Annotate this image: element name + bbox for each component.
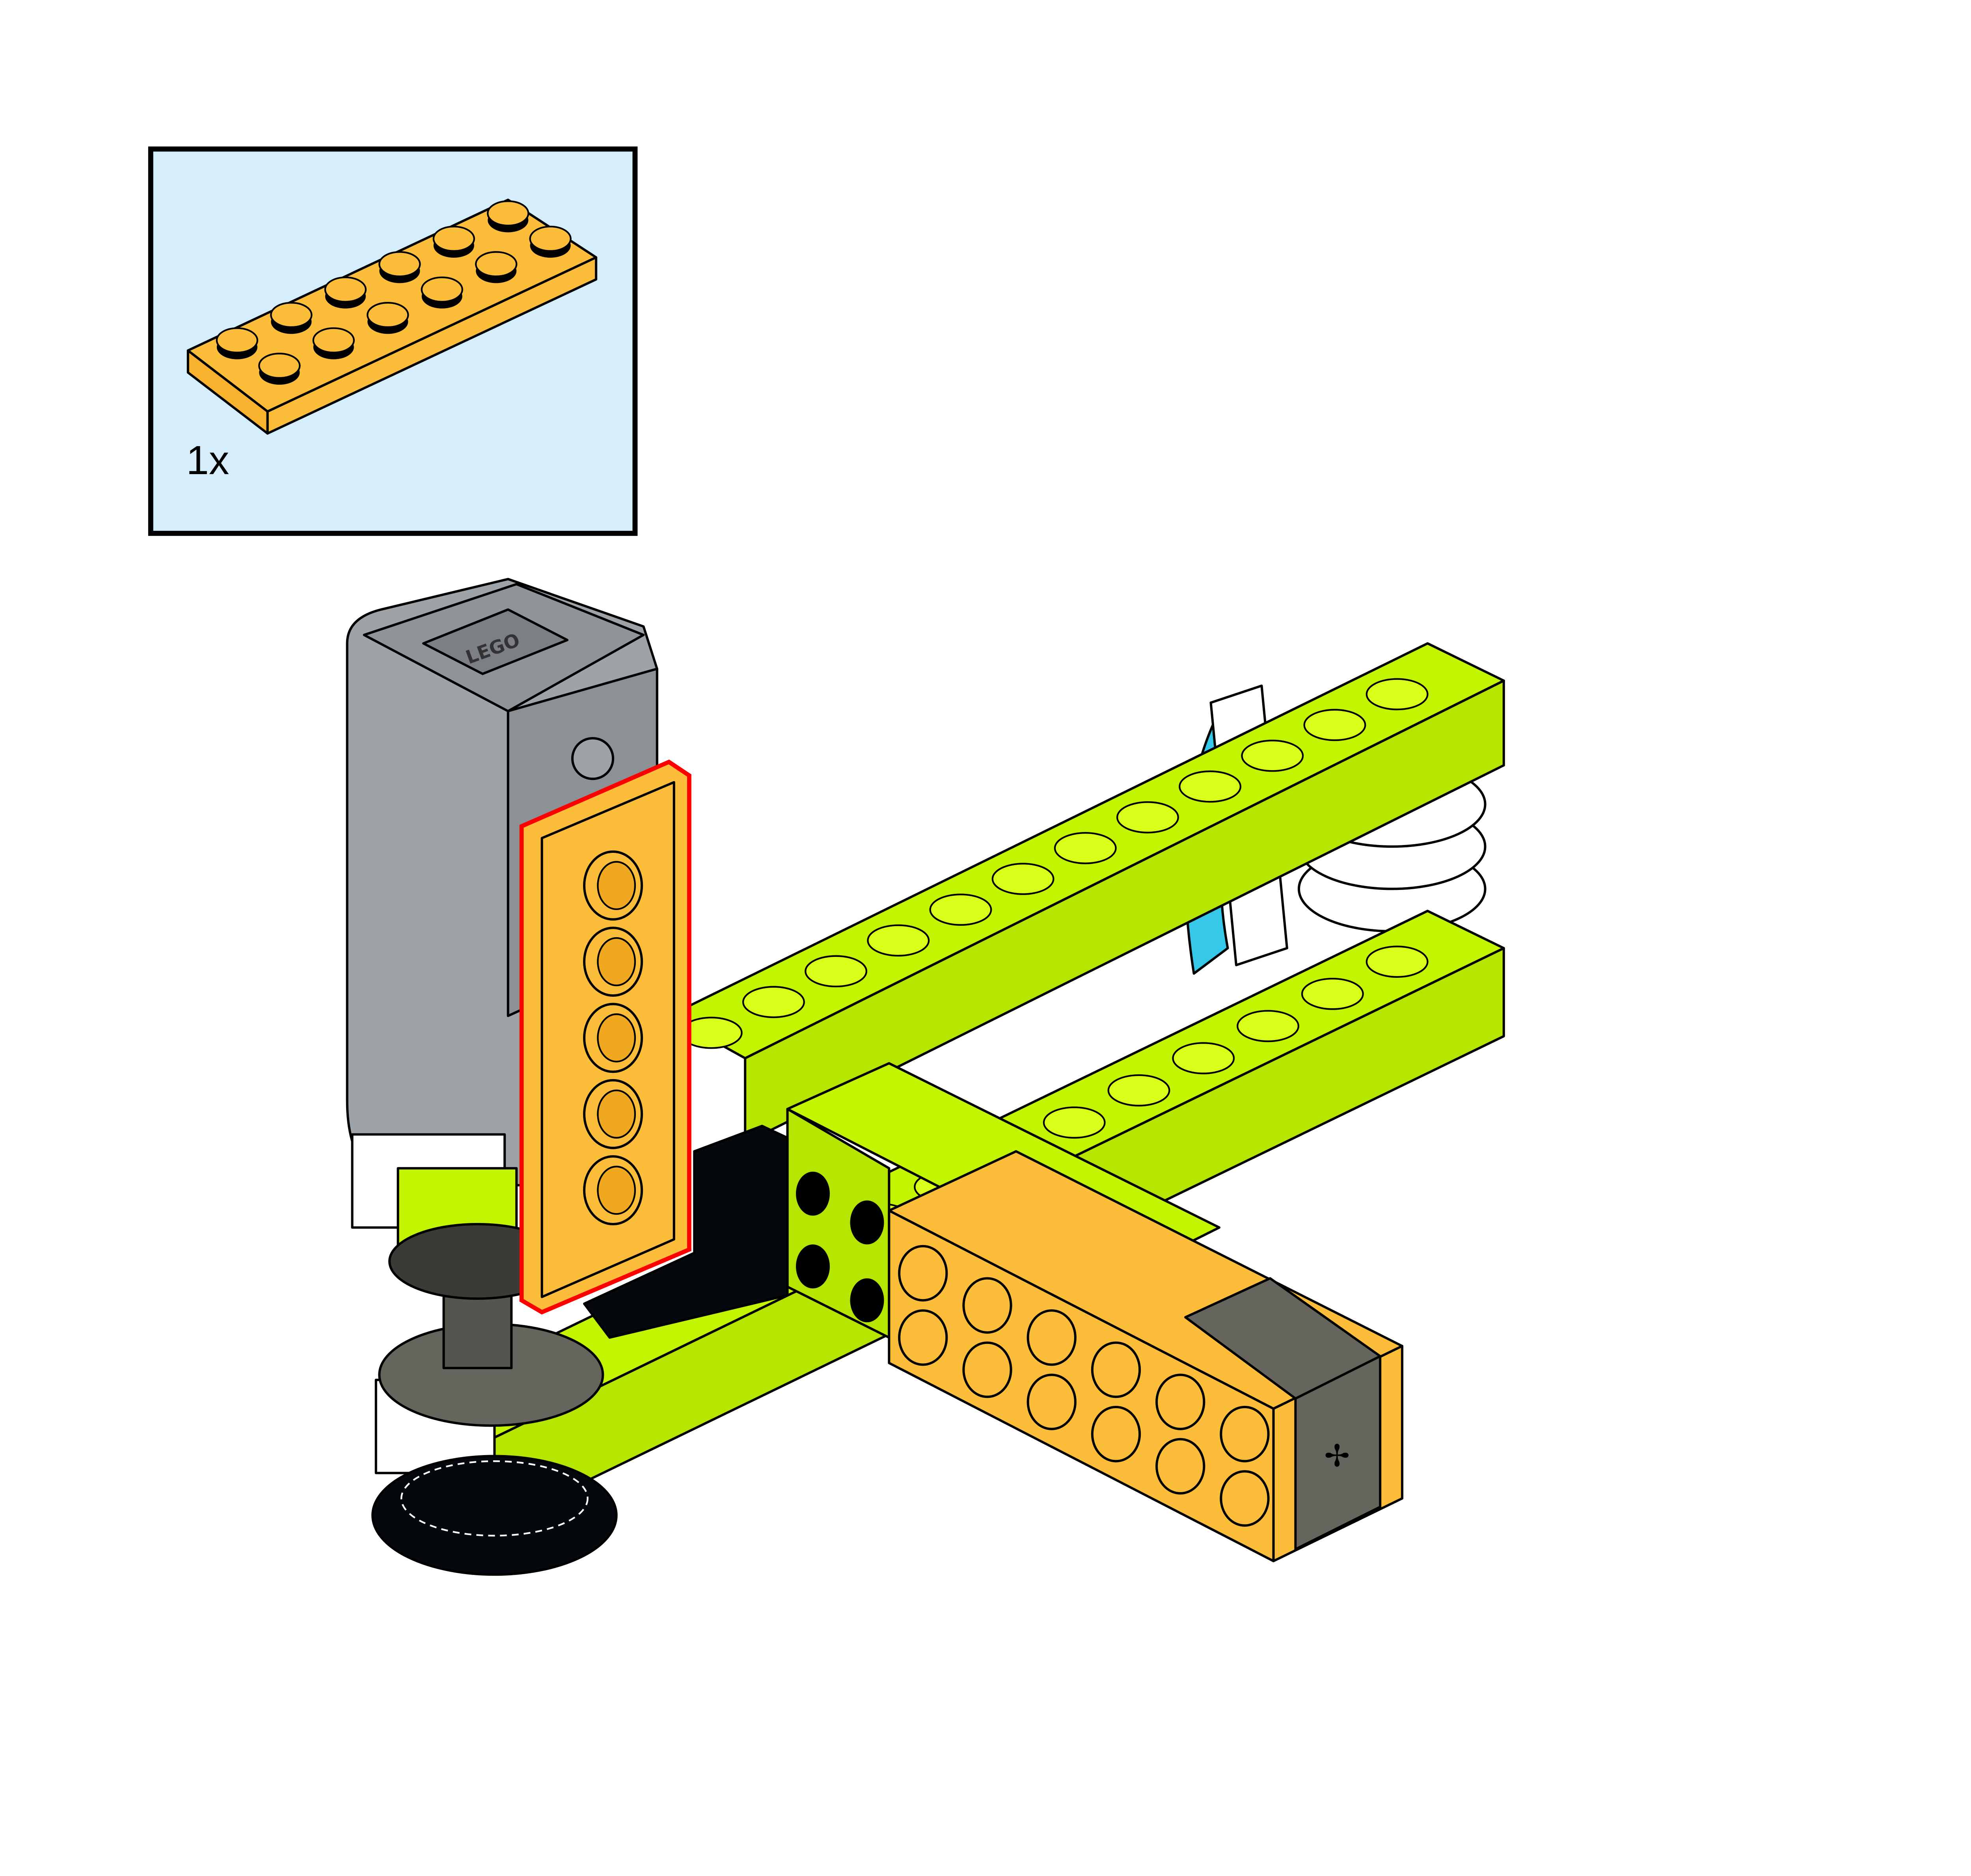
- stud: [312, 327, 355, 354]
- brick-stud: [898, 1309, 948, 1366]
- motor-axle-hole: [571, 737, 615, 780]
- tire-tread: [400, 1460, 589, 1537]
- beam-hole: [805, 955, 868, 988]
- beam-hole: [1107, 1074, 1170, 1107]
- plate-hole-inner: [597, 861, 636, 910]
- beam-hole: [1172, 1042, 1235, 1074]
- stud: [270, 302, 313, 328]
- stud: [487, 200, 529, 227]
- black-tire: [371, 1455, 618, 1576]
- plate-hole-inner: [597, 937, 636, 986]
- orange-technic-brick: ✢: [888, 1150, 1404, 1562]
- stud: [432, 225, 475, 252]
- new-part-orange-plate-highlighted: [519, 759, 691, 1315]
- brick-stud: [1220, 1405, 1270, 1463]
- beam-hole: [991, 863, 1054, 895]
- beam-hole: [867, 924, 930, 957]
- beam-hole: [929, 893, 992, 926]
- black-angle-connector: [583, 1124, 789, 1339]
- plate-holes: [583, 850, 643, 1226]
- beam-hole: [1043, 1106, 1106, 1139]
- beam-hole: [1237, 1010, 1300, 1042]
- brick-stud: [1026, 1309, 1077, 1366]
- beam-hole: [1116, 801, 1179, 834]
- stud: [367, 302, 409, 328]
- brick-stud: [898, 1245, 948, 1302]
- dark-grey-block-top: [1184, 1277, 1382, 1400]
- grey-axle-connector: [442, 1285, 513, 1370]
- parts-callout: 1x: [148, 146, 638, 536]
- beam-holes: [680, 678, 1429, 1049]
- stud: [529, 225, 572, 252]
- beam-hole: [1303, 709, 1366, 741]
- axle-hole-icon: ✢: [1324, 1438, 1350, 1474]
- brick-stud: [962, 1277, 1012, 1334]
- beam-hole: [1179, 770, 1242, 803]
- part-quantity: 1x: [186, 437, 229, 483]
- plate-hole-inner: [597, 1089, 636, 1139]
- stud: [324, 276, 367, 303]
- pin-hole: [850, 1278, 884, 1323]
- pin-hole: [796, 1244, 830, 1289]
- brick-stud: [962, 1341, 1012, 1398]
- stud: [258, 352, 301, 379]
- motor-logo-plate: [422, 608, 569, 675]
- stud: [421, 276, 463, 303]
- beam-hole: [1366, 678, 1429, 711]
- brick-stud: [1155, 1374, 1205, 1430]
- plate-hole-inner: [597, 1013, 636, 1063]
- stud: [216, 327, 259, 354]
- brick-stud: [1026, 1374, 1077, 1430]
- beam-hole: [1054, 832, 1117, 864]
- beam-hole: [1241, 739, 1304, 772]
- stud: [378, 251, 421, 277]
- brick-studs: [898, 1245, 1270, 1527]
- callout-part-plate: [186, 198, 598, 435]
- beam-hole: [1366, 945, 1429, 978]
- brick-stud: [1220, 1470, 1270, 1527]
- brick-stud: [1091, 1341, 1141, 1398]
- pin-hole: [850, 1200, 884, 1245]
- beam-hole: [1301, 977, 1364, 1010]
- plate-hole-inner: [597, 1165, 636, 1215]
- plate-studs: [216, 200, 572, 385]
- brick-stud: [1091, 1405, 1141, 1463]
- brick-stud: [1155, 1438, 1205, 1495]
- pin-hole: [796, 1171, 830, 1216]
- beam-hole: [742, 986, 805, 1018]
- stud: [475, 251, 518, 277]
- assembled-model: ✢ LEGO: [346, 578, 1505, 1576]
- lime-technic-beam-upper: [667, 642, 1505, 1144]
